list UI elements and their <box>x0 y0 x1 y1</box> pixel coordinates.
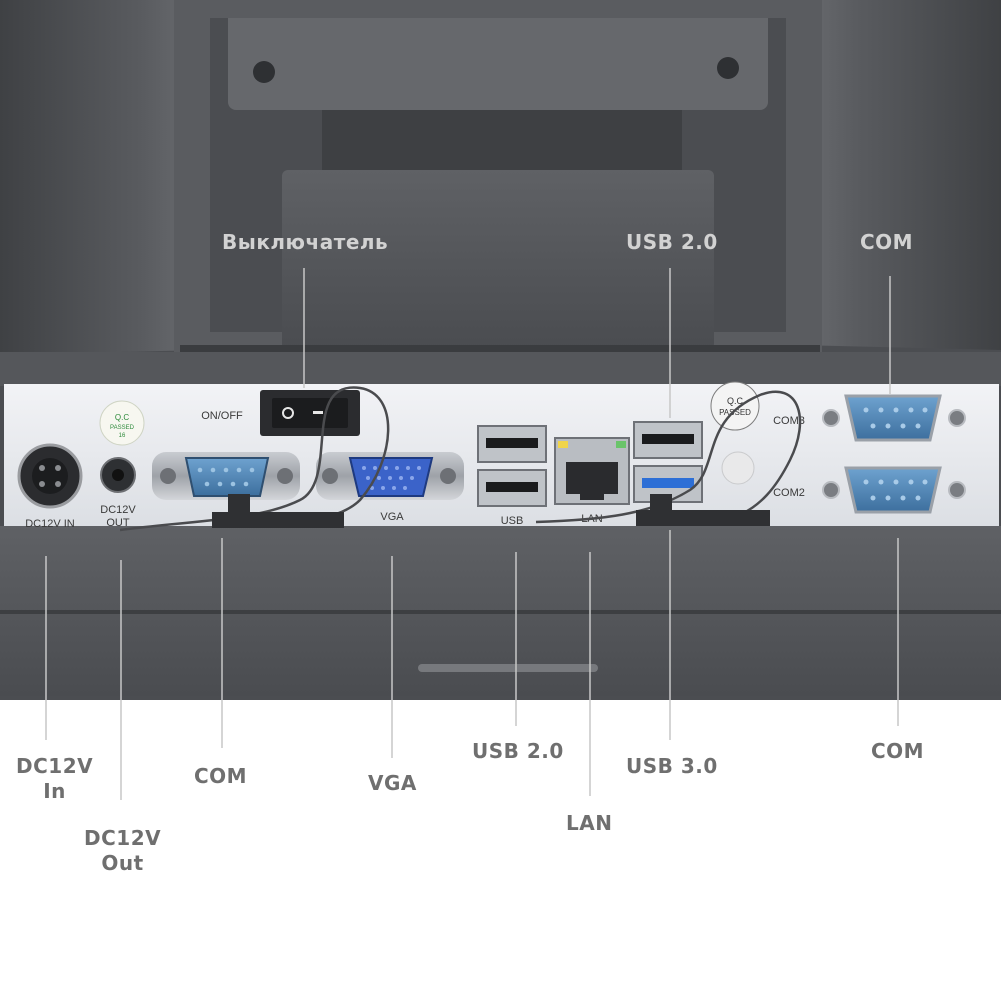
hex-screw <box>948 409 966 427</box>
dc-out-callout-line1: DC12V <box>84 826 162 850</box>
vga-callout: VGA <box>368 771 417 795</box>
dc-out-callout-line2: Out <box>101 851 144 875</box>
stand-neck <box>282 170 714 350</box>
com-right-callout: COM <box>871 739 925 763</box>
usb-bottom-callout: USB 2.0 <box>472 739 564 763</box>
rubber-plug <box>212 512 344 528</box>
qc-sticker-text: 16 <box>119 433 126 439</box>
com-left-callout: COM <box>194 764 248 788</box>
dc-out-print-1: DC12V <box>100 504 136 516</box>
qc-sticker <box>710 381 760 431</box>
hex-screw <box>822 481 840 499</box>
dc-in-print: DC12V IN <box>25 518 75 530</box>
qc-sticker-text: PASSED <box>110 425 135 431</box>
stand-recess <box>322 110 682 180</box>
dc-out-callout: DC12V Out <box>84 826 161 876</box>
round-button <box>721 451 755 485</box>
left-wing <box>0 0 200 355</box>
stand-top-plate <box>228 0 768 110</box>
usb3-callout: USB 3.0 <box>626 754 718 778</box>
qc-sticker-text: Q.C <box>115 413 129 422</box>
dc-out-print-2: OUT <box>106 517 130 529</box>
com-top-callout: COM <box>860 230 914 254</box>
usb-print: USB <box>501 515 524 527</box>
vga-print: VGA <box>380 511 404 523</box>
com2-print: COM2 <box>773 487 805 499</box>
qc-sticker <box>99 400 145 446</box>
usb-top-callout: USB 2.0 <box>626 230 718 254</box>
body-upper <box>0 352 1001 386</box>
screw <box>253 61 275 83</box>
qc-sticker-text: PASSED <box>719 408 751 417</box>
hex-screw <box>948 481 966 499</box>
hex-screw <box>277 468 293 484</box>
on-off-print: ON/OFF <box>201 410 243 422</box>
dc-in-callout-line1: DC12V <box>16 754 94 778</box>
right-wing <box>798 0 1001 350</box>
switch-callout: Выключатель <box>222 230 389 254</box>
hex-screw <box>322 468 338 484</box>
qc-sticker-text: Q.C <box>727 396 744 406</box>
hex-screw <box>822 409 840 427</box>
body-groove <box>0 610 1001 614</box>
dc-in-callout: DC12V In <box>16 754 93 804</box>
dc-in-callout-line2: In <box>43 779 66 803</box>
com-left-port <box>184 457 270 497</box>
com3-print: COM3 <box>773 415 805 427</box>
rubber-plug <box>636 510 770 526</box>
screw <box>717 57 739 79</box>
body-tab <box>418 664 598 672</box>
hex-screw <box>440 468 456 484</box>
lan-callout: LAN <box>566 811 613 835</box>
com2-port <box>844 466 942 514</box>
hex-screw <box>160 468 176 484</box>
com3-port <box>844 394 942 442</box>
leader-lines <box>45 268 899 800</box>
